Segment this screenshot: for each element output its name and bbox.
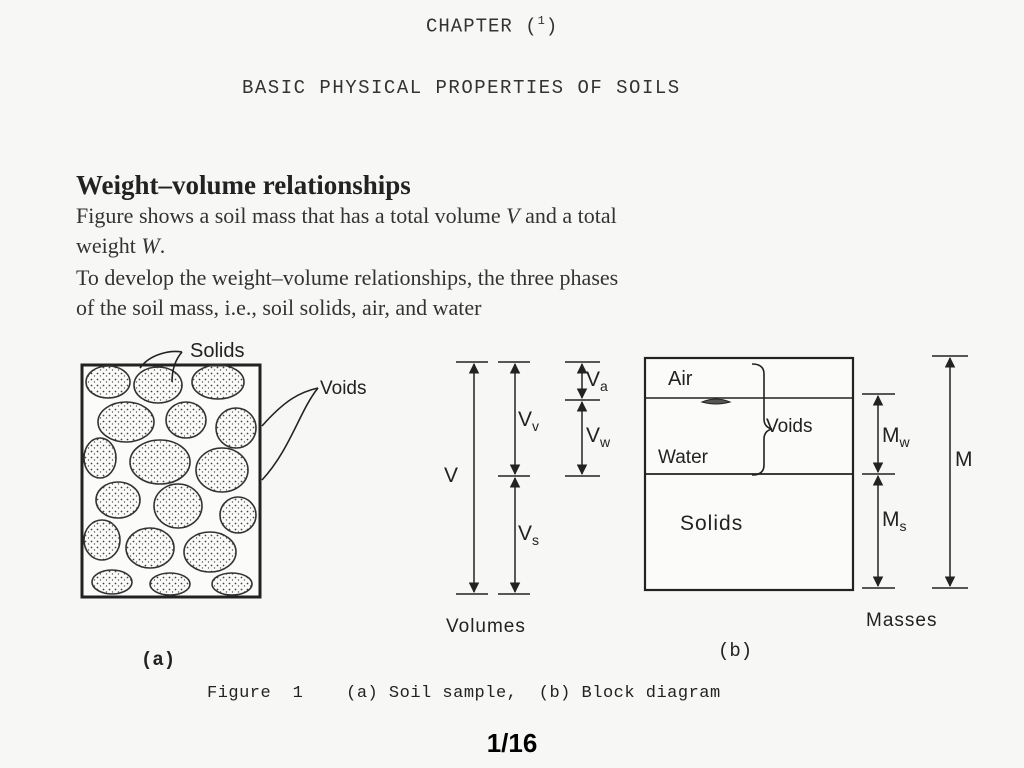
caption-volumes: Volumes xyxy=(446,616,526,637)
page-number: 1/16 xyxy=(486,728,538,758)
variable-weight: W xyxy=(141,233,160,258)
chapter-subtitle: BASIC PHYSICAL PROPERTIES OF SOILS xyxy=(242,77,681,99)
panel-label-b: (b) xyxy=(718,640,752,662)
chapter-title: CHAPTER (1) xyxy=(426,14,559,38)
label-M: M xyxy=(955,448,973,471)
label-Ms: Ms xyxy=(882,508,907,534)
figure-caption: Figure 1 (a) Soil sample, (b) Block diag… xyxy=(207,684,721,703)
label-Vw: Vw xyxy=(586,424,611,450)
block-label-voids: Voids xyxy=(766,416,812,437)
label-Va: Va xyxy=(586,368,608,394)
label-Vv: Vv xyxy=(518,408,539,434)
paragraph-three-phases: To develop the weight–volume relationshi… xyxy=(76,265,619,320)
block-label-air: Air xyxy=(668,368,693,390)
block-diagram: Air Water Voids Solids (b) xyxy=(643,356,855,662)
label-voids-sample: Voids xyxy=(320,378,366,399)
panel-label-a: (a) xyxy=(141,649,175,671)
label-V: V xyxy=(444,464,458,487)
paragraph-total-volume-weight: Figure shows a soil mass that has a tota… xyxy=(76,203,617,258)
section-heading: Weight–volume relationships xyxy=(76,170,411,200)
mass-dimensions xyxy=(862,355,968,589)
soil-phase-figure: Solids Voids (a) V Vv Vs Va Vw Volumes A… xyxy=(80,340,973,671)
block-label-solids: Solids xyxy=(680,512,743,535)
label-solids-sample: Solids xyxy=(190,340,244,362)
soil-grains xyxy=(83,364,257,596)
volume-dimensions xyxy=(456,361,600,595)
soil-sample-drawing: Solids Voids (a) xyxy=(80,340,366,671)
caption-masses: Masses xyxy=(866,610,937,631)
label-Vs: Vs xyxy=(518,522,539,548)
block-label-water: Water xyxy=(658,447,709,468)
label-Mw: Mw xyxy=(882,424,911,450)
variable-volume: V xyxy=(506,203,520,228)
